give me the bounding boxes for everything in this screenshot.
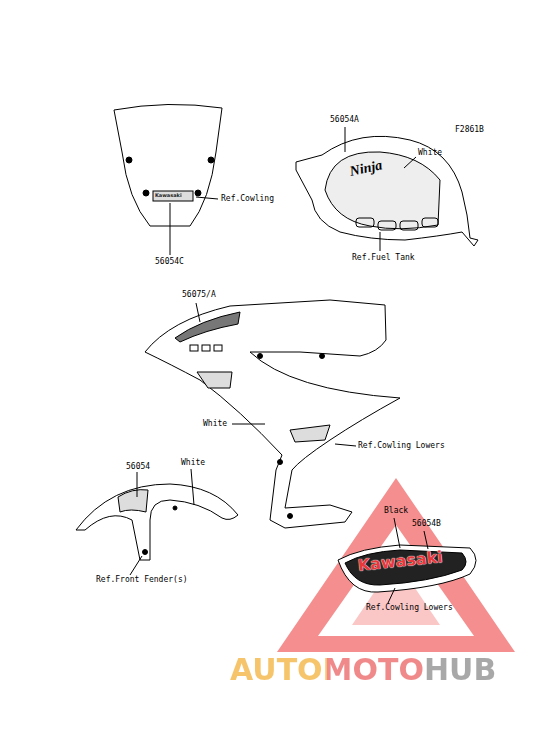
windscreen xyxy=(114,104,222,255)
reference-note: Ref.Fuel Tank xyxy=(352,254,415,262)
reference-note: Ref.Front Fender(s) xyxy=(96,576,188,584)
color-note: White xyxy=(418,149,442,157)
fuel-tank xyxy=(296,127,478,251)
color-note: Black xyxy=(384,507,408,515)
lower-cowling-decal xyxy=(338,518,476,603)
color-note: White xyxy=(203,420,227,428)
figure-code: F2861B xyxy=(455,126,484,134)
reference-note: Ref.Cowling xyxy=(221,195,274,203)
callout-number: 56054C xyxy=(155,258,184,266)
color-note: White xyxy=(181,459,205,467)
callout-number: 56054A xyxy=(330,116,359,124)
front-fender xyxy=(76,469,238,575)
decal-text: Kawasaki xyxy=(155,193,182,198)
callout-number: 56054B xyxy=(412,520,441,528)
watermark: AUTOMOTOHUB xyxy=(230,655,496,685)
callout-number: 56054 xyxy=(126,463,150,471)
reference-note: Ref.Cowling Lowers xyxy=(358,442,445,450)
callout-number: 56075/A xyxy=(182,291,216,299)
reference-note: Ref.Cowling Lowers xyxy=(366,604,453,612)
watermark-triangle xyxy=(277,478,515,652)
